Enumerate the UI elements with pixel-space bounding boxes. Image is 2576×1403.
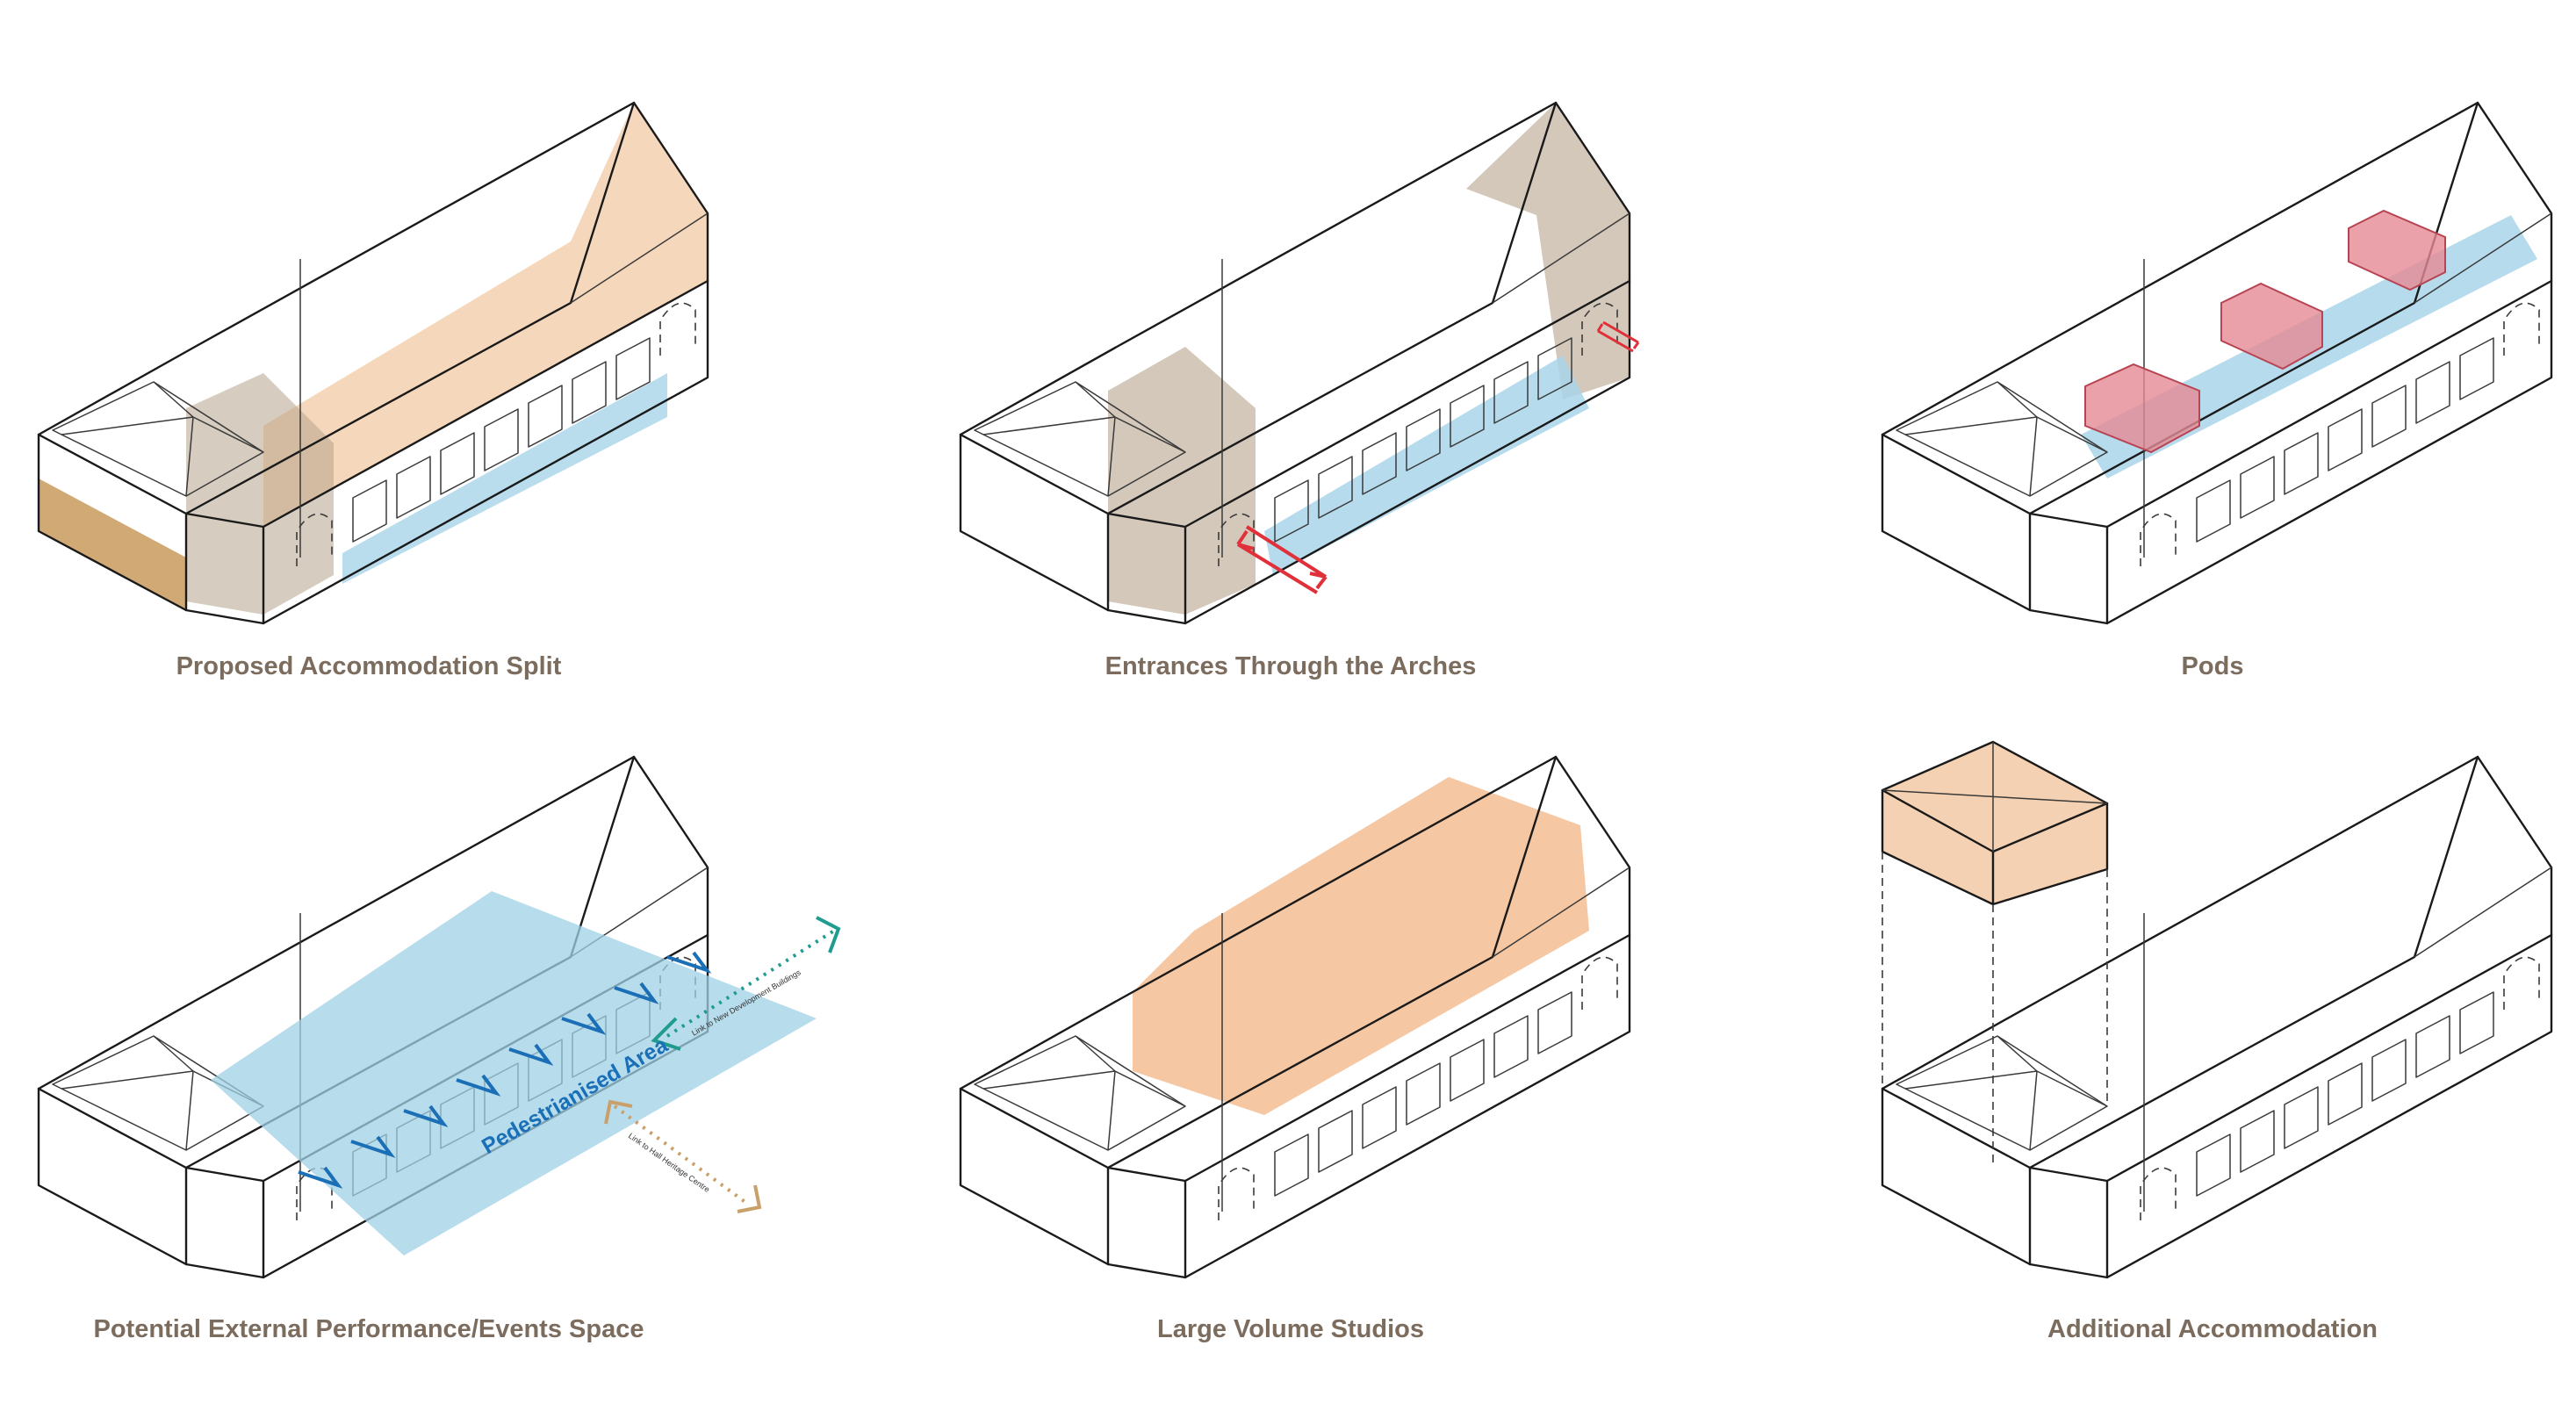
pod-1 [2084,363,2200,454]
entrance-volume-left [1108,347,1256,615]
caption-additional-accommodation: Additional Accommodation [2047,1315,2378,1343]
panel-entrances: Entrances Through the Arches [959,101,1640,680]
studio-floor [1264,356,1589,575]
pod-3 [2348,209,2446,291]
caption-entrances: Entrances Through the Arches [1105,652,1477,680]
additional-accommodation-volume [1881,740,2109,906]
upper-accommodation-volume [39,103,708,527]
entrance-volume [186,373,334,615]
panel-additional-accommodation: Additional Accommodation [1881,740,2553,1343]
studio-floor [342,373,667,584]
panel-events-space: Pedestrianised Area Link to New Developm… [37,755,841,1343]
link-heritage-label: Link to Hall Heritage Centre [627,1131,711,1194]
teal-link-line [666,929,836,1038]
caption-pods: Pods [2182,652,2244,680]
entrance-arrow-left [1236,525,1328,594]
teal-link-arrowhead-2 [651,1017,681,1051]
caption-large-studios: Large Volume Studios [1157,1315,1424,1343]
panel-pods: Pods [1881,101,2553,680]
projection-lines [1882,852,2108,1168]
caption-accommodation-split: Proposed Accommodation Split [176,652,562,680]
pod-2 [2220,282,2323,371]
flow-arrows [298,951,712,1189]
ground-floor-volume [39,478,186,610]
tan-link-arrowhead-2 [737,1184,762,1213]
tan-link-line [613,1104,748,1205]
teal-link-arrowhead [816,916,841,953]
panel-large-studios: Large Volume Studios [959,755,1631,1343]
caption-events-space: Potential External Performance/Events Sp… [94,1315,644,1343]
tan-link-arrowhead [604,1099,633,1125]
panel-accommodation-split: Proposed Accommodation Split [37,101,709,680]
studio-volume [1133,777,1589,1115]
entrance-volume-right [1466,103,1630,399]
entrance-arrow-right [1596,320,1640,353]
public-space-plane [211,891,817,1256]
